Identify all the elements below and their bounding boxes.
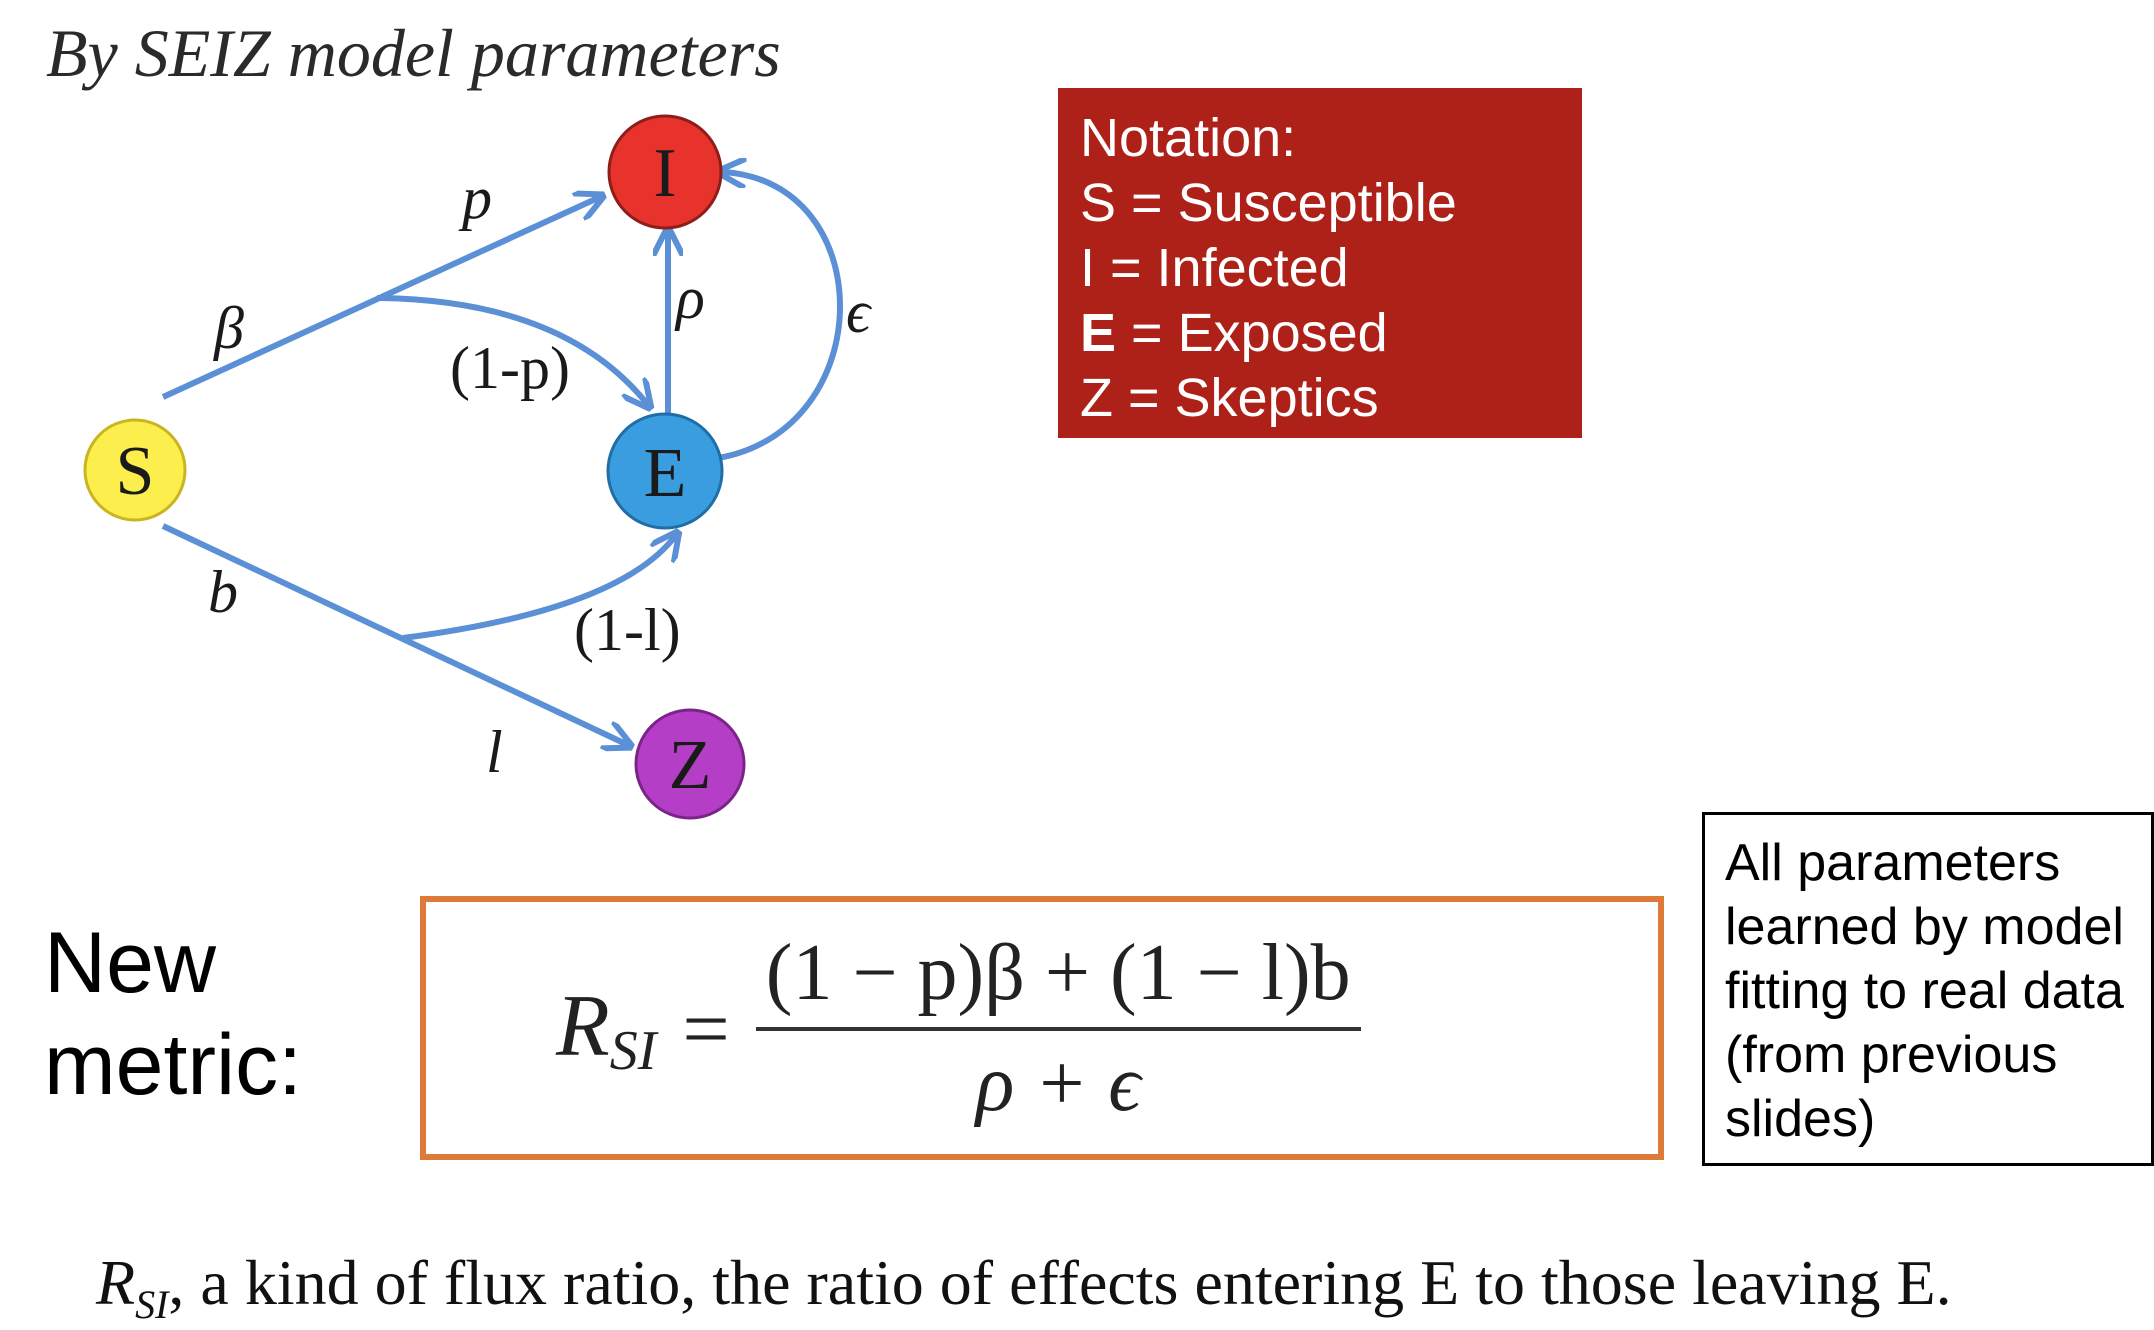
new-metric-line-1: New [44,915,217,1011]
formula-fraction: (1 − p)β + (1 − l)b ρ + ϵ [755,928,1361,1130]
notation-symbol-s: S [1080,173,1117,233]
formula: RSI = (1 − p)β + (1 − l)b ρ + ϵ [556,929,1361,1128]
notation-text-i: = Infected [1095,238,1349,298]
node-i-circle [607,114,723,230]
notation-symbol-z: Z [1080,368,1113,428]
notation-box: Notation: S = Susceptible I = Infected E… [1058,88,1582,438]
caption-symbol-subscript: SI [135,1281,169,1327]
formula-numerator: (1 − p)β + (1 − l)b [755,928,1361,1031]
node-i: I [607,114,723,230]
node-z-circle [634,708,746,820]
notation-line-s: S = Susceptible [1080,171,1560,236]
formula-lhs-symbol: R [556,977,610,1075]
edge-label-l: l [486,719,503,785]
caption-text: , a kind of flux ratio, the ratio of eff… [168,1247,1952,1318]
edge-label-rho: ρ [674,265,705,331]
formula-denominator: ρ + ϵ [975,1040,1141,1128]
caption: RSI, a kind of flux ratio, the ratio of … [96,1246,1952,1328]
edge-e-to-i-epsilon [718,172,843,461]
node-e-circle [606,412,724,530]
node-i-label: I [653,135,676,212]
edge-branch-to-e-from-z [402,535,676,641]
notation-symbol-e: E [1080,303,1117,363]
new-metric-line-2: metric: [44,1017,302,1113]
node-s-label: S [116,433,155,510]
parameters-note: All parameters learned by model fitting … [1702,812,2154,1166]
slide-title: By SEIZ model parameters [46,15,781,91]
notation-text-s: = Susceptible [1116,173,1457,233]
formula-lhs-subscript: SI [609,1019,657,1082]
notation-symbol-i: I [1080,238,1096,298]
notation-line-i: I = Infected [1080,236,1560,301]
edge-label-one-minus-l: (1-l) [574,597,681,663]
formula-box: RSI = (1 − p)β + (1 − l)b ρ + ϵ [420,896,1664,1160]
seiz-diagram: p β (1-p) ρ ϵ b (1-l) l I E S Z [83,114,873,820]
caption-symbol-letter: R [96,1247,136,1318]
notation-text-e: = Exposed [1116,303,1388,363]
edge-s-to-z [161,523,628,745]
node-s-circle [83,418,187,522]
caption-symbol: RSI [96,1247,168,1327]
notation-line-z: Z = Skeptics [1080,366,1560,431]
node-e: E [606,412,724,530]
edge-label-b: b [208,559,238,625]
node-s: S [83,418,187,522]
edge-branch-to-e [376,295,648,405]
node-z-label: Z [669,727,712,804]
node-z: Z [634,708,746,820]
edge-label-epsilon: ϵ [846,279,873,345]
notation-text-z: = Skeptics [1113,368,1379,428]
formula-equals: = [682,982,730,1076]
node-e-label: E [644,435,687,512]
formula-lhs: RSI [556,976,656,1083]
new-metric-label: New metric: [44,912,302,1116]
edge-label-beta: β [213,295,244,361]
edge-label-p: p [458,165,492,231]
edge-label-one-minus-p: (1-p) [450,335,570,401]
notation-heading: Notation: [1080,108,1297,168]
notation-line-e: E = Exposed [1080,301,1560,366]
